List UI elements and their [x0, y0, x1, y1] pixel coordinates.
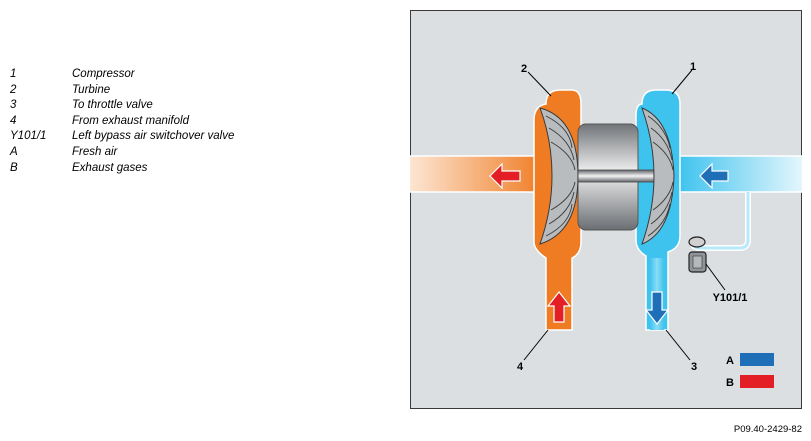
callout-turbine: 2 — [521, 63, 527, 75]
legend-label: Exhaust gases — [72, 161, 148, 174]
fresh-air-flow-arrow-left — [699, 162, 729, 190]
key-fresh-air-label: A — [726, 355, 734, 367]
legend-label: Left bypass air switchover valve — [72, 130, 235, 143]
callout-throttle-valve: 3 — [691, 361, 697, 373]
callout-exhaust-manifold: 4 — [517, 361, 524, 373]
legend-key: A — [10, 145, 18, 158]
callout-compressor: 1 — [690, 61, 696, 73]
key-fresh-air-swatch — [740, 353, 774, 366]
legend-label: To throttle valve — [72, 99, 153, 112]
bypass-valve — [688, 236, 707, 273]
reference-code: P09.40-2429-82 — [733, 424, 802, 435]
legend-key: 2 — [10, 83, 17, 96]
turbocharger-diagram: 2 1 3 4 Y101/1 A B — [410, 10, 802, 409]
callout-leaders — [523, 69, 726, 361]
legend-label: Turbine — [72, 83, 111, 96]
legend-label: Compressor — [72, 68, 135, 80]
fresh-air-intake-pipe — [678, 156, 802, 192]
fresh-air-flow-arrow-down — [644, 291, 670, 325]
exhaust-flow-arrow-left — [489, 162, 521, 190]
callout-bypass-valve: Y101/1 — [713, 292, 748, 304]
legend-key: 4 — [10, 114, 17, 127]
legend-key: Y101/1 — [10, 130, 47, 143]
key-exhaust-label: B — [726, 377, 734, 389]
legend-key: 1 — [10, 68, 17, 80]
exhaust-outlet-pipe — [410, 156, 546, 192]
turbine-wheel — [539, 107, 579, 245]
legend-key: 3 — [10, 99, 17, 112]
exhaust-flow-arrow-up — [546, 291, 572, 323]
key-exhaust-swatch — [740, 375, 774, 388]
legend-label: Fresh air — [72, 145, 118, 158]
compressor-wheel — [641, 107, 675, 245]
legend-label: From exhaust manifold — [72, 114, 189, 127]
legend-key: B — [10, 161, 18, 174]
